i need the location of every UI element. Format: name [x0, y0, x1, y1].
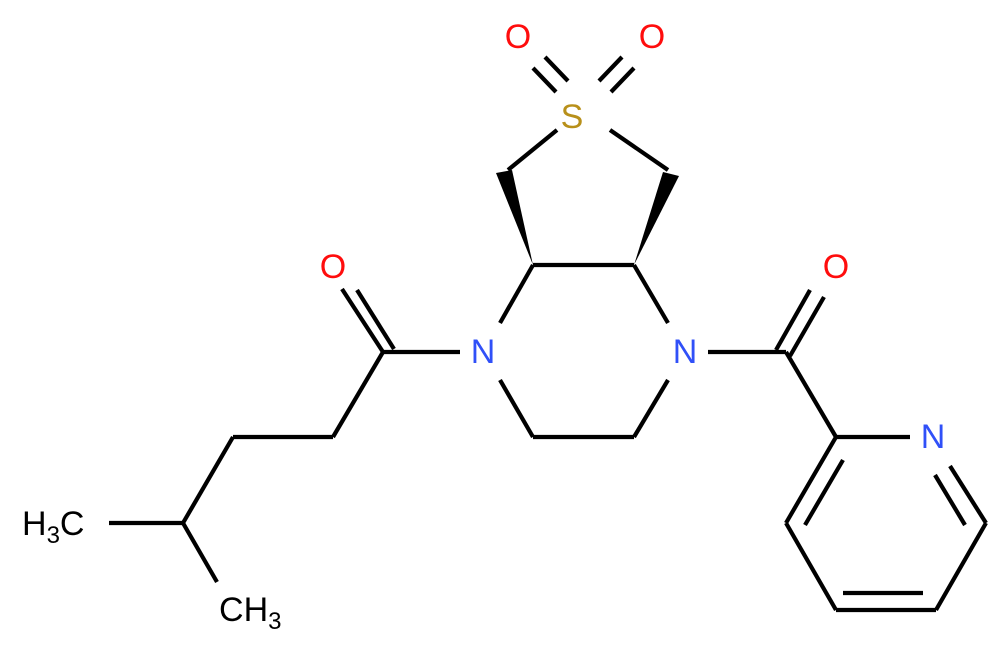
- atom-oxygen-amide-right: O: [823, 248, 849, 286]
- bond-c-o-left-a: [340, 287, 385, 354]
- bond-s-o-left-a: [531, 66, 558, 94]
- pyridine-carbonyl: [708, 288, 838, 439]
- bond-c-o-right-b: [788, 295, 826, 358]
- bond-n-c6: [948, 464, 988, 525]
- bond-s-ch2-left: [506, 128, 559, 172]
- bond-n-c6-inner: [933, 473, 967, 527]
- pyridine-ring: [784, 434, 988, 613]
- methyl-bottom-subscript: 3: [268, 608, 281, 635]
- piperazine-ring: [498, 262, 670, 440]
- atom-oxygen-sulfonyl-right: O: [639, 18, 665, 56]
- bond-c6-c5: [934, 521, 988, 612]
- bond-c3-c2: [784, 435, 838, 525]
- bond-c-n-left: [498, 263, 535, 325]
- bond-c-o-left-b: [355, 288, 396, 351]
- atom-oxygen-sulfonyl-left: O: [505, 18, 531, 56]
- bond-c3-c2-inner: [803, 458, 845, 527]
- bond-s-ch2-right: [608, 128, 670, 172]
- bond-c-n-right: [632, 263, 670, 325]
- bond-s-o-right-b: [609, 66, 636, 94]
- stereo-wedge-left: [496, 170, 533, 265]
- methylpentanoyl-chain: [109, 287, 460, 584]
- label-methyl-bottom: CH3: [219, 591, 281, 635]
- methyl-left-c: C: [60, 505, 85, 543]
- label-methyl-left: H3C: [22, 505, 84, 549]
- bond-ch2-n-right: [632, 378, 670, 439]
- bond-chain-3: [181, 435, 235, 525]
- methyl-left-subscript: 3: [47, 522, 60, 549]
- atom-nitrogen-pyridine: N: [921, 418, 946, 456]
- methyl-left-h: H: [22, 505, 47, 543]
- bond-c-o-right-a: [774, 288, 812, 352]
- bond-n-left-ch2: [498, 378, 535, 439]
- sulfonyl-group: [506, 55, 670, 172]
- bond-s-o-right-a: [597, 55, 624, 83]
- stereo-wedge-right: [634, 172, 679, 265]
- bond-s-o-left-b: [543, 55, 570, 83]
- atom-nitrogen-right: N: [673, 333, 698, 371]
- methyl-bottom-h: H: [244, 591, 269, 629]
- bond-carbonyl-pyridine: [784, 350, 838, 439]
- atom-nitrogen-left: N: [471, 333, 496, 371]
- methyl-bottom-c: C: [219, 591, 244, 629]
- bond-chain-1: [331, 350, 385, 439]
- bond-c4-c3: [784, 521, 838, 612]
- bond-chain-methyl-bottom: [181, 521, 219, 584]
- atom-oxygen-amide-left: O: [320, 248, 346, 286]
- atom-sulfur: S: [561, 98, 584, 136]
